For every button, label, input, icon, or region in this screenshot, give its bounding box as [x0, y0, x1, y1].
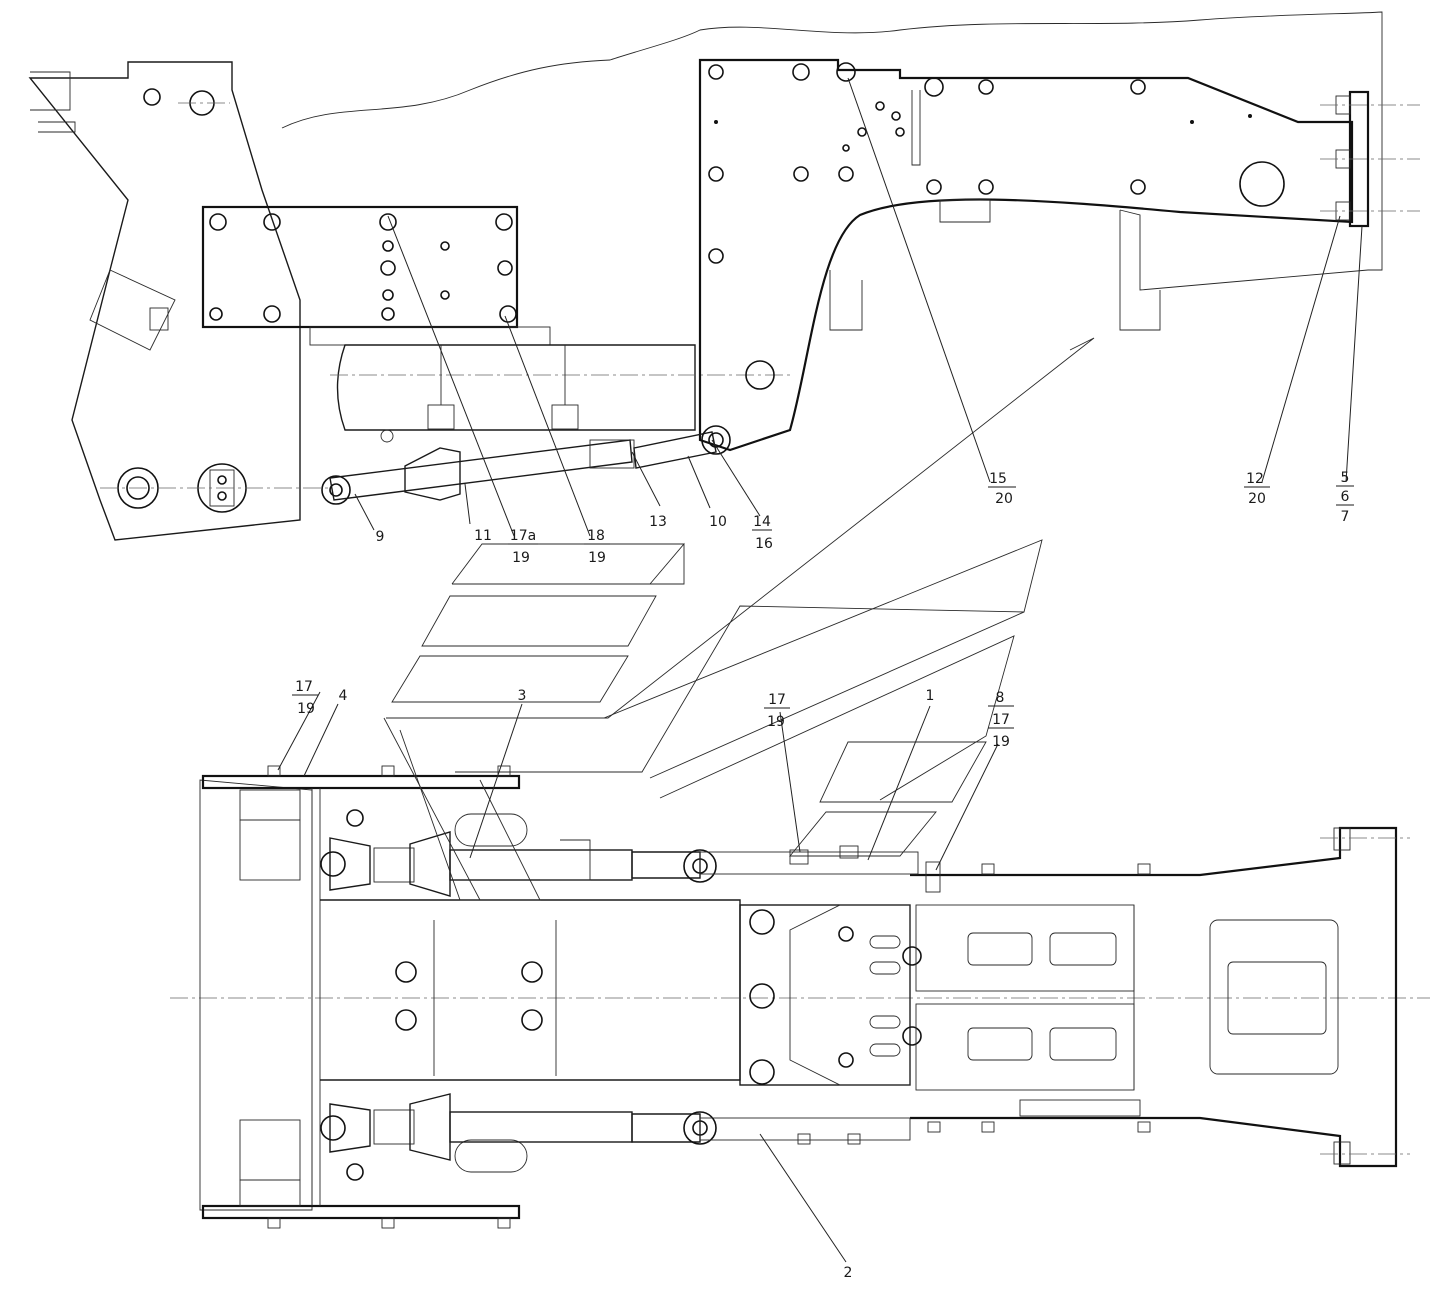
callout-18-19: 18 19: [584, 528, 610, 566]
callout-14-16: 14 16: [752, 514, 773, 552]
callout-8-17-19: 8 17 19: [988, 690, 1014, 750]
callout-13: 13: [649, 514, 667, 530]
callout-19-a: 19: [512, 550, 530, 566]
callout-19-left: 19: [297, 701, 315, 717]
callout-14: 14: [753, 514, 771, 530]
callout-11: 11: [474, 528, 492, 544]
callout-12-20: 12 20: [1244, 471, 1270, 507]
callout-17-19-left: 17 19: [292, 679, 318, 717]
callout-20-a: 20: [995, 491, 1013, 507]
callout-6: 6: [1341, 489, 1350, 505]
callout-2: 2: [844, 1265, 853, 1281]
callout-19-mid: 19: [767, 714, 785, 730]
callout-17-mid: 17: [768, 692, 786, 708]
callout-18: 18: [587, 528, 605, 544]
callout-15-20: 15 20: [988, 471, 1016, 507]
callout-17a: 17a: [510, 528, 536, 544]
callout-17-left: 17: [295, 679, 313, 695]
callout-labels: 15 20 12 20 5 6 7 13 10 14 16 9: [292, 470, 1354, 1281]
callout-10: 10: [709, 514, 727, 530]
side-elevation-view: [28, 11, 1420, 541]
callout-20-b: 20: [1248, 491, 1266, 507]
callout-12: 12: [1246, 471, 1264, 487]
callout-5: 5: [1341, 470, 1350, 486]
callout-8: 8: [996, 690, 1005, 706]
plan-view: [170, 765, 1430, 1229]
callout-5-6-7: 5 6 7: [1336, 470, 1354, 525]
callout-17-right: 17: [992, 712, 1010, 728]
callout-19-right: 19: [992, 734, 1010, 750]
callout-3: 3: [518, 688, 527, 704]
callout-1: 1: [926, 688, 935, 704]
callout-15: 15: [989, 471, 1007, 487]
callout-19-b: 19: [588, 550, 606, 566]
leader-lines: [277, 77, 1363, 1263]
callout-9: 9: [376, 529, 385, 545]
callout-17-19-mid: 17 19: [764, 692, 790, 730]
callout-7: 7: [1341, 509, 1350, 525]
hatch-breakout: [383, 337, 1095, 901]
callout-16: 16: [755, 536, 773, 552]
callout-4: 4: [339, 688, 348, 704]
callout-17a-19: 17a 19: [508, 528, 538, 566]
